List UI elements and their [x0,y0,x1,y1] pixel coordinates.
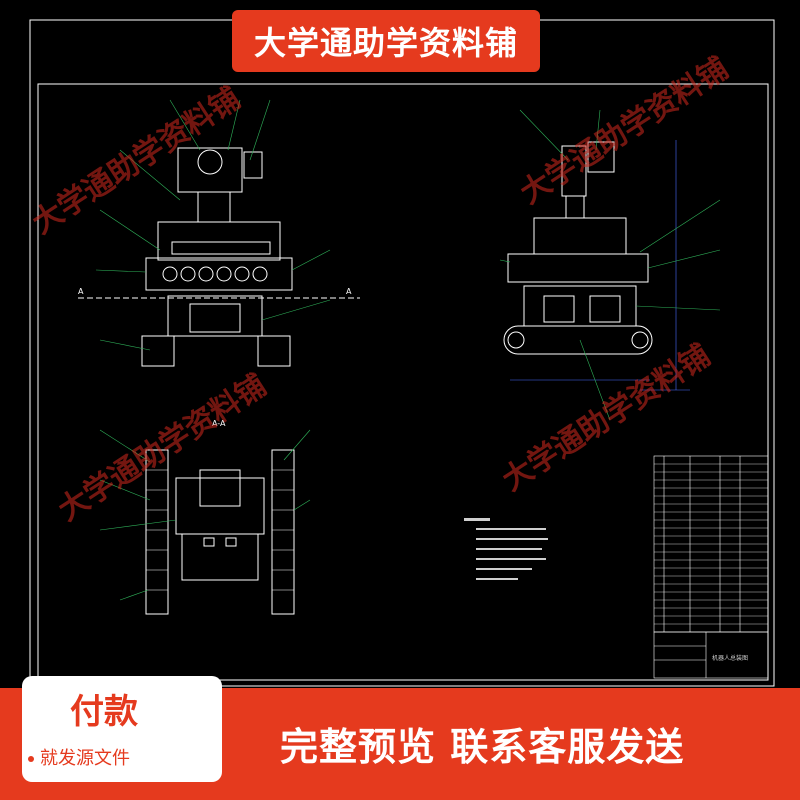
top-banner: 大学通助学资料铺 [232,10,540,72]
bullet-icon [28,756,34,762]
title-block [653,631,769,679]
parts-list-rows [654,463,768,625]
banner-title: 大学通助学资料铺 [253,24,518,62]
section-view-leaders [99,429,311,601]
pay-subtitle: 就发源文件 [40,748,130,769]
section-label-right: A [346,287,352,296]
front-view-leaders [95,99,331,351]
pay-title: 付款 [70,692,138,732]
technical-notes [464,518,548,580]
section-title: A-A [212,419,226,428]
section-view [145,449,295,615]
title-block-name: 机器人总装图 [712,654,748,662]
side-view-dims [510,140,690,391]
footer-message: 完整预览 联系客服发送 [280,725,685,769]
side-view [503,141,653,355]
front-view [78,147,360,367]
side-view-leaders [499,109,721,421]
pay-card[interactable] [22,676,222,782]
section-label-left: A [78,287,84,296]
